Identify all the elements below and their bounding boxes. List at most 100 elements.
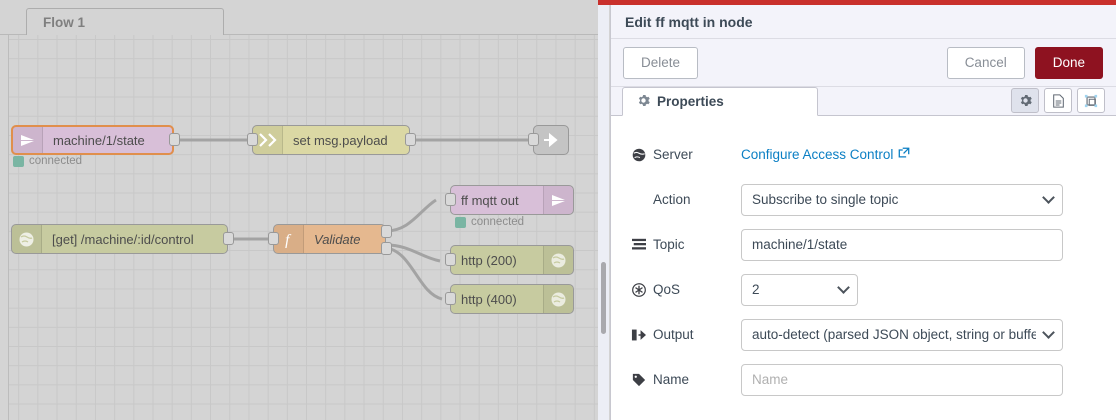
panel-icon-buttons (1011, 88, 1105, 113)
qos-label-group: QoS (631, 282, 741, 297)
node-change-input-port[interactable] (247, 133, 258, 146)
asterisk-icon (631, 282, 646, 297)
field-row-qos: QoS 2 (611, 267, 1116, 312)
node-function-input-port[interactable] (268, 232, 279, 245)
tab-properties[interactable]: Properties (622, 87, 818, 116)
field-row-topic: Topic machine/1/state (611, 222, 1116, 267)
panel-scrollbar[interactable] (598, 5, 610, 420)
server-label: Server (653, 147, 693, 162)
name-input[interactable]: Name (741, 363, 1063, 396)
field-row-name: Name Name (611, 357, 1116, 402)
node-label: ff mqtt out (461, 192, 519, 208)
globe-icon (543, 246, 573, 274)
node-link-out-input-port[interactable] (528, 133, 539, 146)
node-http-200-input-port[interactable] (445, 253, 456, 266)
node-function-output-port-2[interactable] (381, 242, 392, 255)
server-label-group: Server (631, 147, 741, 162)
node-label: http (400) (461, 291, 517, 307)
topic-input[interactable]: machine/1/state (741, 228, 1063, 261)
node-http-200[interactable]: http (200) (450, 245, 574, 275)
name-placeholder: Name (752, 372, 789, 387)
panel-tabs-row: Properties (611, 87, 1116, 116)
node-mqtt-out[interactable]: ff mqtt out (450, 185, 574, 215)
properties-icon-button[interactable] (1011, 88, 1039, 113)
link-text: Configure Access Control (741, 147, 894, 162)
done-button[interactable]: Done (1034, 46, 1103, 79)
qos-value: 2 (752, 282, 760, 297)
tag-icon (631, 373, 646, 387)
change-icon (253, 126, 283, 154)
node-http-in[interactable]: [get] /machine/:id/control (11, 224, 228, 254)
panel-title: Edit ff mqtt in node (611, 5, 1116, 39)
node-mqtt-in[interactable]: machine/1/state (11, 125, 174, 155)
node-function[interactable]: f Validate (273, 224, 386, 254)
chevron-down-icon (837, 280, 850, 294)
appearance-icon-button[interactable] (1077, 88, 1105, 113)
node-http-400-input-port[interactable] (445, 292, 456, 305)
status-dot (13, 155, 24, 167)
node-label: set msg.payload (293, 132, 388, 148)
node-http-in-output-port[interactable] (223, 232, 234, 245)
panel-scrollbar-thumb[interactable] (601, 262, 606, 334)
status-label: connected (471, 216, 525, 228)
globe-icon (12, 225, 42, 253)
status-dot (455, 216, 466, 228)
svg-text:f: f (285, 232, 292, 248)
topic-label-group: Topic (631, 237, 741, 252)
node-mqtt-in-output-port[interactable] (169, 133, 180, 146)
output-label: Output (653, 327, 694, 342)
action-value: Subscribe to single topic (752, 192, 899, 207)
node-mqtt-in-status: connected (13, 155, 82, 167)
cancel-button[interactable]: Cancel (946, 46, 1025, 79)
tab-properties-label: Properties (657, 94, 724, 109)
field-row-action: Action Subscribe to single topic (611, 177, 1116, 222)
chevron-down-icon (1042, 190, 1055, 204)
flow-canvas[interactable]: machine/1/state connected set msg.payloa… (0, 35, 598, 420)
flow-tab-bar: Flow 1 (0, 5, 598, 36)
delete-button[interactable]: Delete (623, 46, 699, 79)
external-link-icon (898, 147, 910, 162)
configure-access-control-link[interactable]: Configure Access Control (741, 147, 910, 162)
name-label-group: Name (631, 372, 741, 387)
node-properties-form: Server Configure Access Control (611, 116, 1116, 420)
description-icon-button[interactable] (1044, 88, 1072, 113)
output-select[interactable]: auto-detect (parsed JSON object, string … (741, 318, 1063, 351)
node-change-output-port[interactable] (405, 133, 416, 146)
sign-out-icon (631, 328, 646, 342)
action-label-group: Action (631, 192, 741, 207)
globe-icon (631, 148, 646, 162)
panel-action-buttons: Delete Cancel Done (611, 39, 1116, 87)
node-mqtt-out-input-port[interactable] (445, 193, 456, 206)
globe-icon (543, 285, 573, 313)
flow-tab-flow-1[interactable]: Flow 1 (26, 8, 224, 36)
field-row-server: Server Configure Access Control (611, 132, 1116, 177)
node-http-400[interactable]: http (400) (450, 284, 574, 314)
status-label: connected (29, 155, 83, 167)
chevron-down-icon (1042, 325, 1055, 339)
output-value: auto-detect (parsed JSON object, string … (752, 327, 1036, 342)
flow-workspace: Flow 1 (0, 0, 598, 420)
edit-node-panel: Edit ff mqtt in node Delete Cancel Done … (610, 5, 1116, 420)
node-change[interactable]: set msg.payload (252, 125, 410, 155)
link-out-icon (534, 126, 568, 154)
node-label: machine/1/state (53, 132, 145, 148)
flow-tab-label: Flow 1 (43, 15, 86, 30)
qos-label: QoS (653, 282, 681, 297)
qos-select[interactable]: 2 (741, 273, 858, 306)
output-label-group: Output (631, 327, 741, 342)
mqtt-icon (543, 186, 573, 214)
gear-icon (637, 94, 650, 110)
function-icon: f (274, 225, 304, 253)
tasks-icon (631, 238, 646, 251)
topic-label: Topic (653, 237, 685, 252)
node-mqtt-out-status: connected (455, 216, 524, 228)
node-label: http (200) (461, 252, 517, 268)
mqtt-icon (13, 127, 43, 153)
node-label: [get] /machine/:id/control (52, 231, 194, 247)
name-label: Name (653, 372, 690, 387)
node-function-output-port-1[interactable] (381, 225, 392, 238)
action-select[interactable]: Subscribe to single topic (741, 183, 1063, 216)
topic-value: machine/1/state (752, 237, 848, 252)
node-label: Validate (314, 231, 361, 247)
